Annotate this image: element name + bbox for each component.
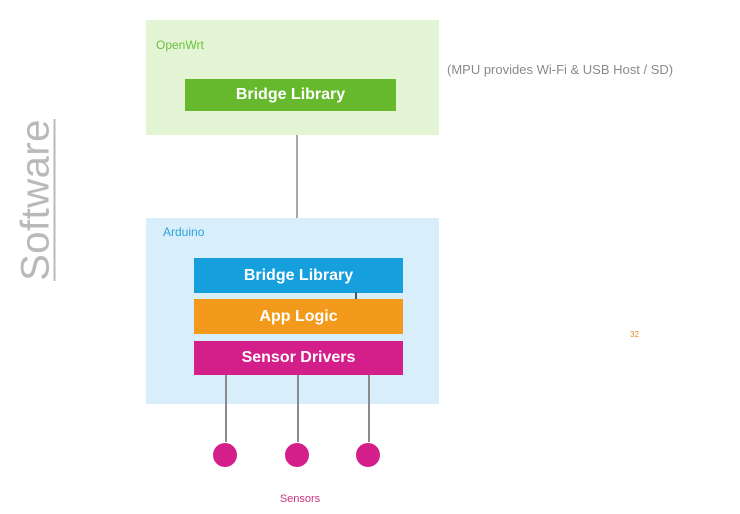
sensor-line-1 xyxy=(225,375,227,442)
side-label-software: Software xyxy=(13,119,58,281)
sensors-label: Sensors xyxy=(279,493,321,505)
mpu-note: (MPU provides Wi-Fi & USB Host / SD) xyxy=(447,62,674,77)
sensor-line-2 xyxy=(297,375,299,442)
sensor-drivers-block: Sensor Drivers xyxy=(194,341,403,375)
sensor-dot-3 xyxy=(356,443,380,467)
app-logic-block: App Logic xyxy=(194,299,403,334)
sensor-line-3 xyxy=(368,375,370,442)
openwrt-container xyxy=(146,20,439,135)
openwrt-arduino-connector xyxy=(296,135,298,218)
openwrt-bridge-library-block: Bridge Library xyxy=(185,79,396,111)
arduino-title: Arduino xyxy=(163,225,205,239)
sensor-dot-1 xyxy=(213,443,237,467)
bridge-app-tick xyxy=(355,292,357,299)
sensor-dot-2 xyxy=(285,443,309,467)
openwrt-title: OpenWrt xyxy=(156,38,204,52)
page-number: 32 xyxy=(630,330,639,339)
arduino-bridge-library-block: Bridge Library xyxy=(194,258,403,293)
